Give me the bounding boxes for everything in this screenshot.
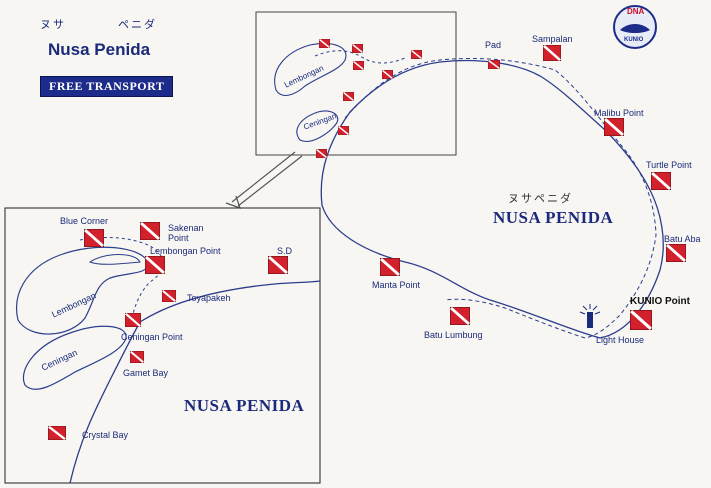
header-kana-left: ヌサ [40,18,66,31]
site-label-batu-aba: Batu Aba [664,234,701,244]
dive-flag-icon [144,255,166,275]
dive-flag-icon [665,243,687,263]
page-title: Nusa Penida [48,40,151,59]
detail-lembongan-bay [88,254,141,265]
detail-site-crystal-bay: Crystal Bay [82,430,129,440]
dive-flag-icon [603,117,625,137]
dive-flag-icon [139,221,161,241]
site-label-malibu-point: Malibu Point [594,108,644,118]
dive-flag-icon [487,56,501,70]
dive-flag-icon [629,309,653,331]
site-label-sampalan: Sampalan [532,34,573,44]
detail-island-name: NUSA PENIDA [184,396,305,415]
detail-penida-coast [69,280,321,484]
dive-flag-icon [129,350,145,364]
inset-lembongan-shape [274,42,347,97]
detail-site-blue-corner: Blue Corner [60,216,109,226]
detail-site-toyapakeh: Toyapakeh [187,293,231,303]
dive-flag-icon [124,312,142,328]
main-island-kana: ヌサペニダ [508,192,573,205]
dive-flag-icon [351,40,364,54]
dive-flag-icon [650,171,672,191]
dna-kunio-logo: DNA KUNIO [612,4,658,50]
detail-ceningan-shape [23,325,127,390]
inset-ceningan-shape [296,110,339,142]
dive-flag-icon [342,88,355,102]
dive-flag-icon [83,228,105,248]
site-label-turtle-point: Turtle Point [646,160,692,170]
detail-route [79,237,164,319]
header-kana-right: ペニダ [118,18,157,31]
dive-flag-icon [410,46,423,60]
dive-flag-icon [267,255,289,275]
dive-flag-icon [379,257,401,277]
detail-site-ceningan-point: Ceningan Point [121,332,183,342]
logo-top-text: DNA [627,7,645,16]
detail-site-sakenan-point: Sakenan Point [168,223,204,243]
lighthouse-icon [579,304,601,328]
logo-bottom-text: KUNIO [624,37,644,43]
dive-flag-icon [381,66,394,80]
inset-route [314,50,406,64]
dive-flag-icon [337,122,350,136]
detail-site-gamet-bay: Gamet Bay [123,368,169,378]
main-boat-route [344,57,657,339]
dive-flag-icon [318,35,331,49]
detail-lembongan-shape [16,246,149,335]
site-label-manta-point: Manta Point [372,280,421,290]
dive-flag-icon [161,289,177,303]
site-label-kunio-point: KUNIO Point [630,296,690,307]
detail-site-lembongan-point: Lembongan Point [150,246,221,256]
dive-flag-icon [315,145,328,159]
nusa-penida-coastline [320,59,664,339]
detail-frame [4,207,321,484]
dive-flag-icon [47,425,67,441]
site-label-light-house: Light House [596,335,645,345]
site-label-batu-lumbung: Batu Lumbung [424,330,483,340]
dive-flag-icon [352,57,365,71]
detail-site-sd: S.D [277,246,293,256]
site-label-pad: Pad [485,40,502,50]
inset-frame [255,11,457,156]
dive-flag-icon [449,306,471,326]
zoom-pointer [225,151,303,209]
dive-flag-icon [542,44,562,62]
free-transport-badge: FREE TRANSPORT [40,76,174,97]
main-island-name: NUSA PENIDA [493,208,614,227]
